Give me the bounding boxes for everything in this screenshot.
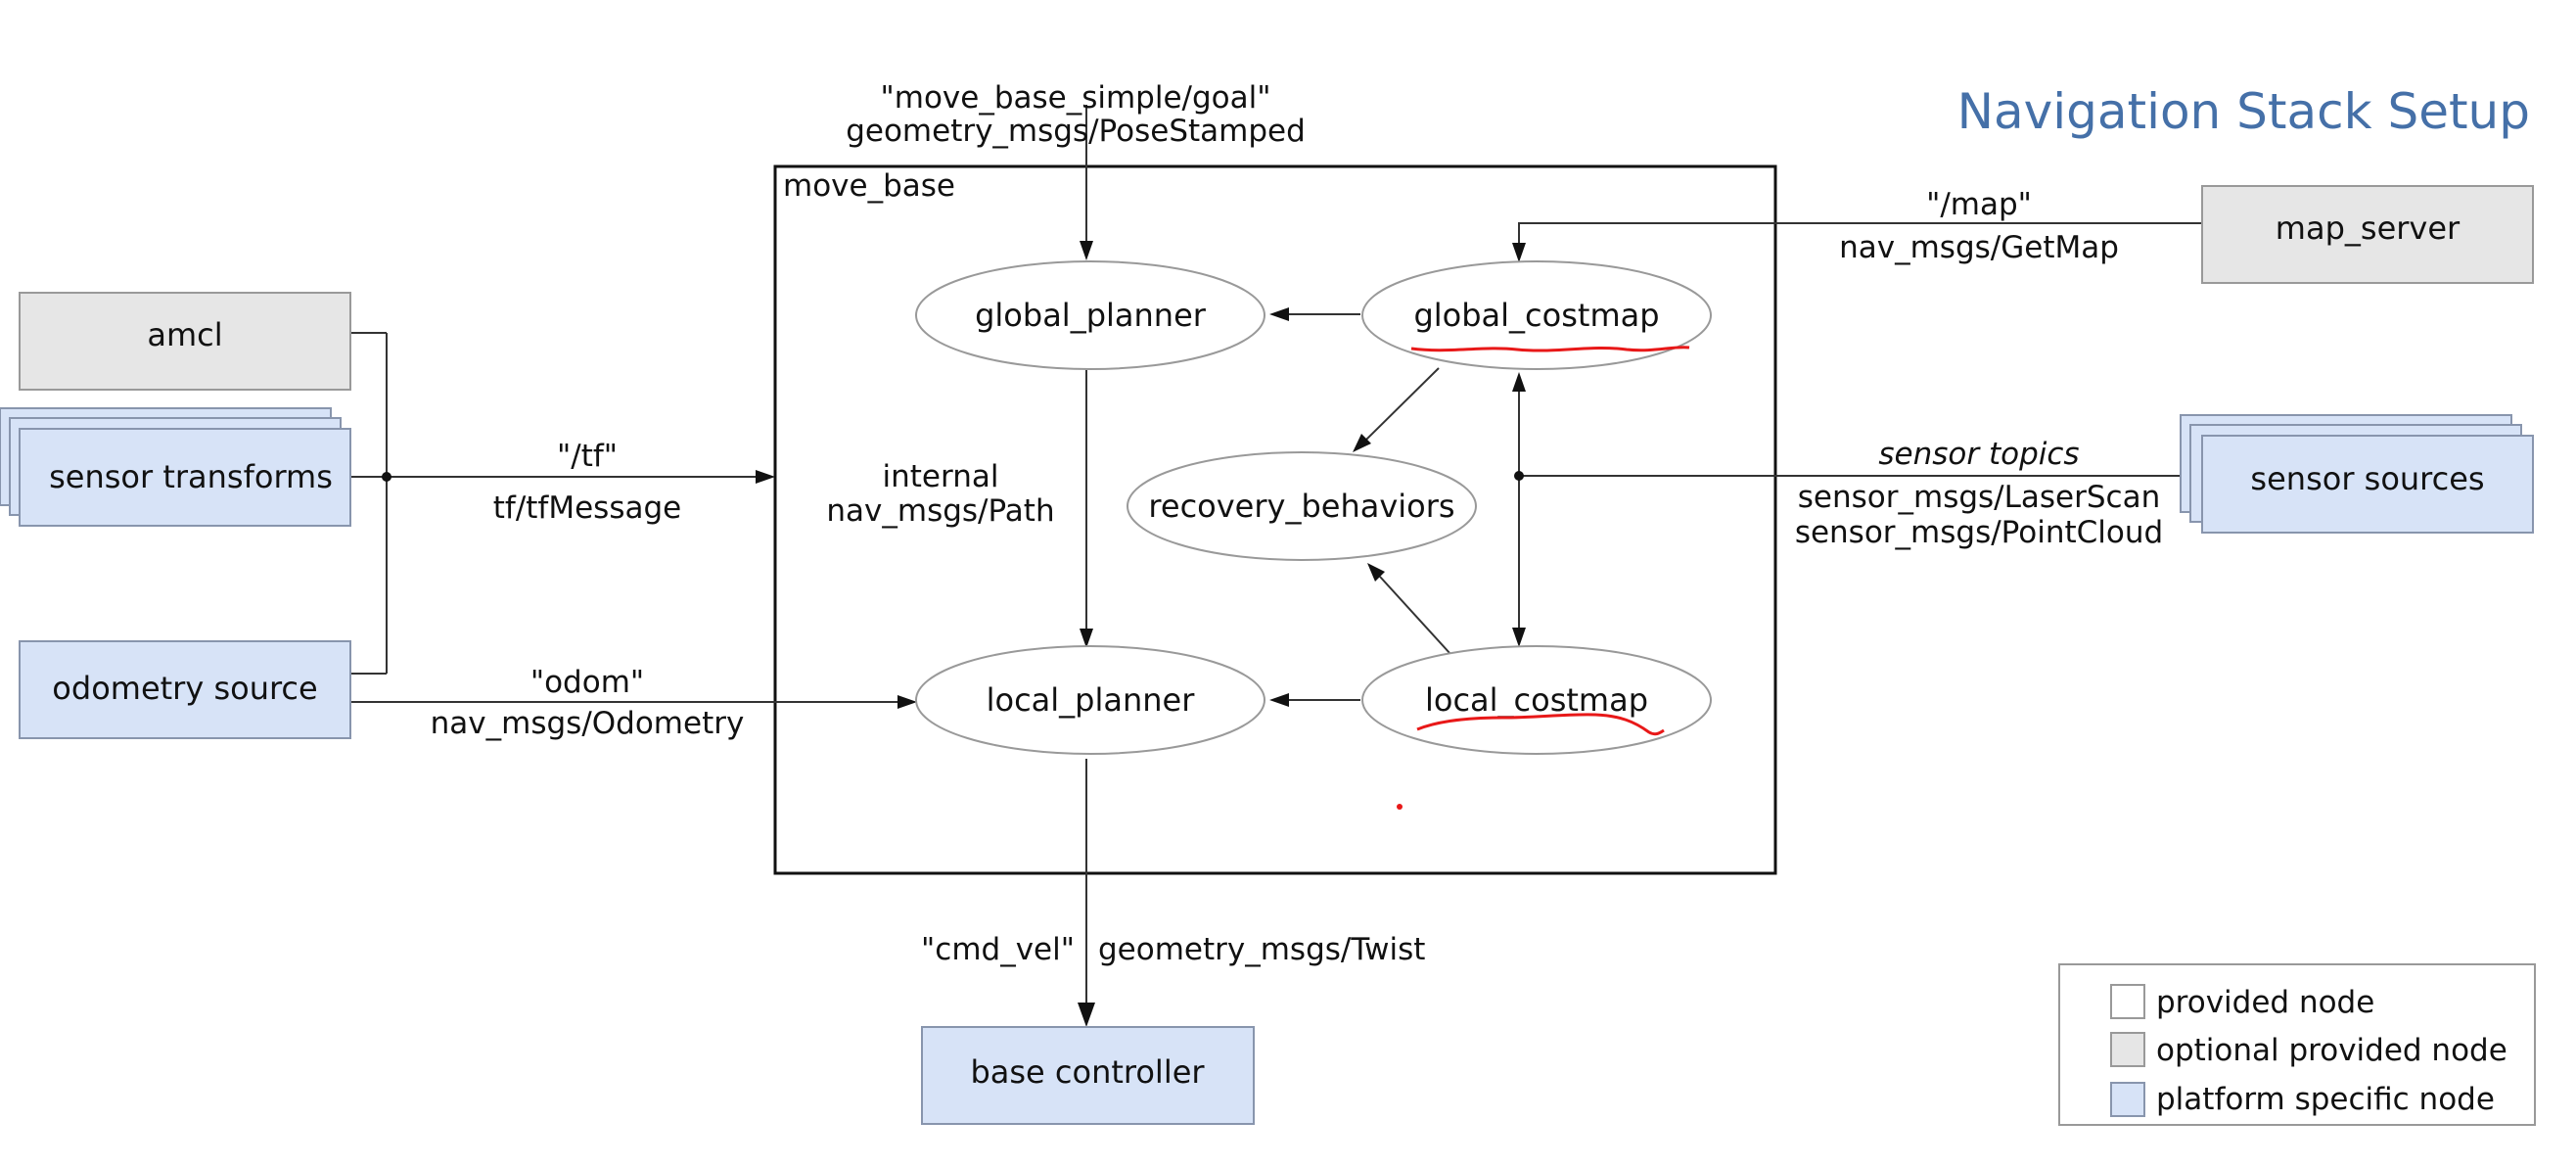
arrow-head [1512,628,1526,647]
local-to-recovery-arrow [1379,576,1451,655]
odometry-source-label: odometry source [52,670,317,707]
local-costmap-node [1361,645,1712,755]
map-server-node [2201,185,2534,284]
sensor-type-label-1: sensor_msgs/LaserScan [1798,480,2160,515]
tf-topic-label: "/tf" [557,439,618,474]
global-planner-label: global_planner [975,297,1207,334]
local-planner-node [915,645,1265,755]
legend-label-provided: provided node [2156,985,2374,1020]
arrow-head [1080,241,1093,260]
local-costmap-label: local_costmap [1425,681,1648,719]
internal-label: internal [883,459,999,494]
sensor-sources-label: sensor sources [2250,460,2484,497]
global-planner-node [915,260,1265,370]
map-type-label: nav_msgs/GetMap [1839,230,2119,265]
goal-topic-label: "move_base_simple/goal" [880,80,1270,116]
global-costmap-underline [1410,346,1690,352]
amcl-label: amcl [147,316,222,353]
recovery-behaviors-label: recovery_behaviors [1148,488,1454,525]
recovery-behaviors-node [1127,451,1477,561]
global-costmap-label: global_costmap [1413,297,1659,334]
arrow-head [1367,563,1385,582]
arrow-head [1078,1003,1095,1027]
global-costmap-node [1361,260,1712,370]
sensor-type-label-2: sensor_msgs/PointCloud [1795,515,2163,550]
arrow-head [897,695,917,709]
arrow-head [1512,243,1526,262]
tf-type-label: tf/tfMessage [493,490,681,526]
legend: provided node optional provided node pla… [2058,963,2536,1126]
global-to-recovery-arrow [1365,367,1440,441]
local-costmap-underline [1416,713,1665,736]
arrow-head [756,470,775,484]
odom-type-label: nav_msgs/Odometry [431,706,745,741]
arrow-head [1512,372,1526,392]
sensor-transforms-node [19,428,351,527]
map-server-label: map_server [2276,210,2461,247]
junction-dot [382,472,391,482]
diagram-title: Navigation Stack Setup [1957,83,2530,140]
legend-label-optional: optional provided node [2156,1033,2507,1068]
base-controller-label: base controller [970,1053,1205,1091]
odometry-source-node [19,640,351,739]
move-base-label: move_base [783,168,955,204]
map-arrow [1518,222,2202,245]
red-dot-mark [1397,804,1403,810]
arrow-head [1080,629,1093,648]
legend-swatch-platform [2110,1082,2145,1117]
base-controller-node [921,1026,1255,1125]
cmd-vel-topic-label: "cmd_vel" [921,932,1075,967]
amcl-node [19,292,351,391]
legend-swatch-provided [2110,984,2145,1019]
arrow-head [1353,434,1371,452]
cmd-vel-type-label: geometry_msgs/Twist [1098,932,1425,967]
sensor-transforms-label: sensor transforms [49,458,333,495]
junction-dot [1514,471,1524,481]
arrow-head [1269,307,1289,321]
odom-topic-label: "odom" [530,665,644,700]
internal-type-label: nav_msgs/Path [826,493,1054,529]
arrow-head [1269,693,1289,707]
map-topic-label: "/map" [1926,187,2032,222]
local-planner-label: local_planner [987,681,1196,719]
legend-label-platform: platform specific node [2156,1082,2495,1117]
sensor-topics-label: sensor topics [1878,437,2079,472]
goal-type-label: geometry_msgs/PoseStamped [846,114,1306,149]
move-base-container [773,164,1777,875]
legend-swatch-optional [2110,1032,2145,1067]
sensor-sources-node [2201,435,2534,534]
